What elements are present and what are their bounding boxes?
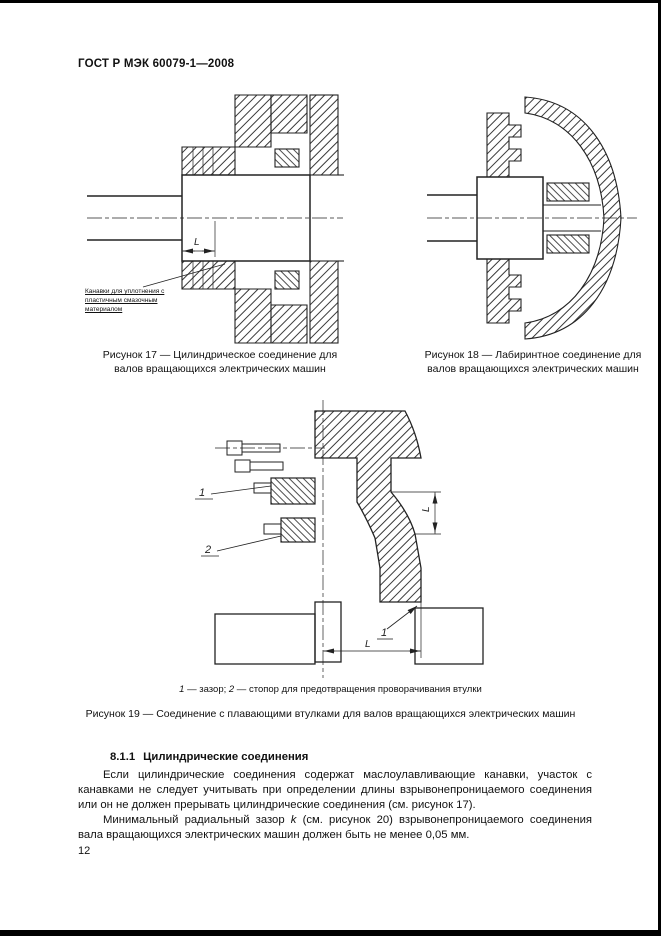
figure-19-dim-right-label: L <box>421 506 432 512</box>
figure-19: 1 2 L L <box>175 396 505 682</box>
figure-19-dim-bottom-label: L <box>365 639 371 650</box>
paragraph-1: Если цилиндрические соединения содержат … <box>78 769 592 811</box>
callout-stop: 2 <box>201 535 282 557</box>
paragraph-2-symbol-k: k <box>290 814 297 826</box>
paragraph-2: Минимальный радиальный зазор k (см. рису… <box>78 813 592 843</box>
callout-gap: 1 <box>195 485 272 500</box>
annotation-leader-line <box>142 263 226 288</box>
figure-18-drawing <box>427 96 637 340</box>
figure-17-drawing: L <box>87 94 344 344</box>
legend-callout-1: 1 <box>179 684 185 695</box>
figure-17: L Канавки для уплотнения с пластичным см… <box>85 93 345 345</box>
section-8-1-1: 8.1.1 Цилиндрические соединения Если цили… <box>78 750 592 843</box>
figure-19-legend: 1 — зазор; 2 — стопор для предотвращения… <box>0 684 661 695</box>
labyrinth-wall-section <box>486 112 522 324</box>
dimension-L <box>182 221 216 257</box>
section-heading: 8.1.1 Цилиндрические соединения <box>110 750 592 765</box>
bushing-section <box>181 146 236 290</box>
flange-body-section <box>314 410 422 603</box>
stud-bolts <box>226 440 284 473</box>
bell-housing-section <box>524 96 622 340</box>
page-number: 12 <box>78 845 91 857</box>
dimension-right-L <box>391 491 441 535</box>
figure-18-caption: Рисунок 18 — Лабиринтное соединение для … <box>424 349 642 375</box>
scan-border-right <box>658 0 661 936</box>
document-header: ГОСТ Р МЭК 60079-1—2008 <box>78 58 235 70</box>
callout-1-bottom-label: 1 <box>381 627 387 639</box>
paragraph-2-text-after: (см. рисунок 20) взрывонепроницаемого со… <box>78 814 592 841</box>
paragraph-2-text-before: Минимальный радиальный зазор <box>103 814 291 826</box>
callout-1-label: 1 <box>199 487 205 499</box>
figure-18 <box>425 93 640 345</box>
callout-2-label: 2 <box>204 544 211 556</box>
hub-and-bases <box>214 601 484 665</box>
legend-text-2: — стопор для предотвращения проворачиван… <box>234 684 482 695</box>
floating-bushings <box>253 477 316 543</box>
callout-gap-bottom: 1 <box>377 605 418 640</box>
legend-callout-2: 2 <box>228 684 235 695</box>
housing-section <box>234 94 344 344</box>
section-heading-number: 8.1.1 <box>110 751 136 763</box>
figure-17-annotation: Канавки для уплотнения с пластичным смаз… <box>85 288 165 313</box>
shaft-section <box>427 176 544 260</box>
figure-17-caption: Рисунок 17 — Цилиндрическое соединение д… <box>102 349 338 375</box>
legend-text-1: — зазор; <box>184 684 229 695</box>
figure-19-drawing: 1 2 L L <box>195 400 484 678</box>
section-heading-title: Цилиндрические соединения <box>143 751 309 763</box>
scan-border-bottom <box>0 930 661 936</box>
figure-17-dim-label: L <box>194 237 200 248</box>
dimension-bottom-L <box>323 602 422 658</box>
figure-19-caption: Рисунок 19 — Соединение с плавающими вту… <box>85 708 576 720</box>
shaft-section <box>87 174 311 262</box>
scan-border-top <box>0 0 661 3</box>
